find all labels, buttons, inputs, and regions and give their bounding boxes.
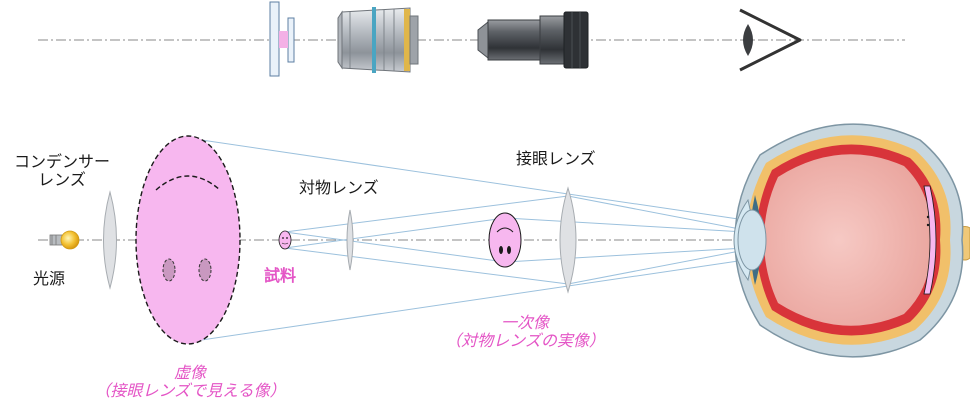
virtual-image-label-line2: （接眼レンズで見える像） — [94, 381, 286, 401]
eyepiece-lens — [559, 186, 577, 294]
specimen-slide-icon — [269, 1, 295, 77]
condenser-lens-label: コンデンサー レンズ — [0, 152, 124, 190]
condenser-lens — [103, 190, 117, 290]
objective-lens — [346, 209, 354, 271]
primary-image-label-line2: （対物レンズの実像） — [445, 331, 605, 351]
primary-image-label: 一次像 （対物レンズの実像） — [395, 313, 655, 351]
objective-lens-label: 対物レンズ — [299, 178, 379, 197]
eyepiece-tube-icon — [477, 11, 589, 69]
primary-image — [488, 212, 522, 268]
objective-lens-icon — [337, 7, 419, 73]
virtual-image-label: 虚像 （接眼レンズで見える像） — [50, 363, 330, 401]
specimen — [278, 230, 292, 250]
virtual-image — [135, 135, 241, 345]
eye-icon — [739, 8, 802, 72]
light-source-label: 光源 — [33, 269, 66, 288]
condenser-label-line1: コンデンサー — [13, 152, 110, 171]
primary-image-label-line1: 一次像 — [500, 313, 549, 332]
condenser-label-line2: レンズ — [38, 170, 86, 190]
eyeball-cross-section-icon — [733, 123, 970, 358]
light-bulb-icon — [49, 230, 80, 250]
virtual-image-label-line1: 虚像 — [173, 363, 206, 382]
specimen-label: 試料 — [264, 266, 297, 285]
eyepiece-lens-label: 接眼レンズ — [516, 149, 596, 168]
apparatus-row — [38, 1, 905, 77]
